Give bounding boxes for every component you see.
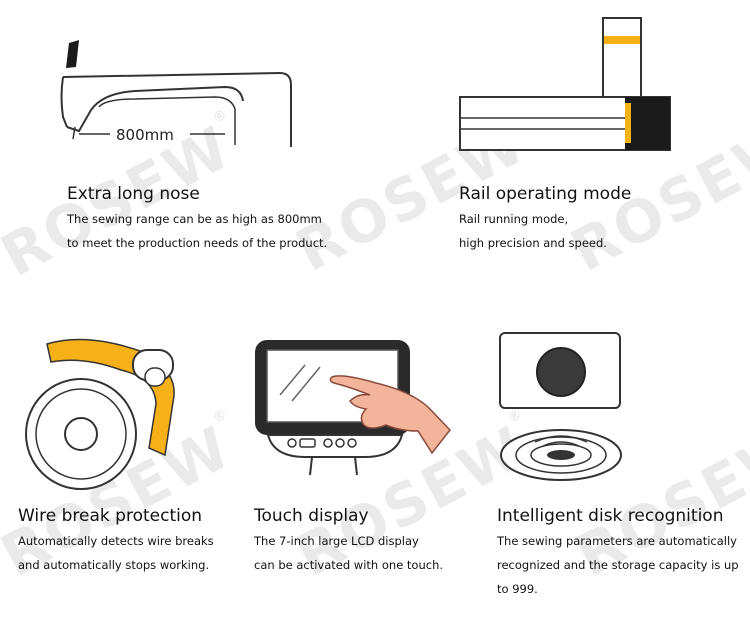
touch-display-illustration	[255, 340, 451, 476]
feature-intelligent-disk-recognition: Intelligent disk recognition The sewing …	[497, 505, 739, 601]
nose-dimension-label: 800mm	[116, 126, 174, 144]
feature-wire-break-protection: Wire break protection Automatically dete…	[18, 505, 214, 577]
feature-title: Rail operating mode	[459, 184, 632, 204]
feature-title: Extra long nose	[67, 184, 200, 204]
feature-description: Rail running mode,high precision and spe…	[459, 212, 607, 250]
feature-description: The sewing range can be as high as 800mm…	[67, 212, 328, 250]
feature-rail-operating-mode: Rail operating mode Rail running mode,hi…	[459, 183, 631, 255]
feature-touch-display: Touch display The 7-inch large LCD displ…	[254, 505, 443, 577]
feature-extra-long-nose: Extra long nose The sewing range can be …	[67, 183, 327, 255]
disk-recognition-illustration	[499, 332, 622, 481]
rail-illustration	[459, 17, 671, 151]
feature-title: Touch display	[254, 506, 369, 526]
wire-break-illustration	[25, 338, 175, 490]
feature-title: Intelligent disk recognition	[497, 506, 724, 526]
long-nose-illustration	[60, 40, 292, 147]
feature-title: Wire break protection	[18, 506, 203, 526]
